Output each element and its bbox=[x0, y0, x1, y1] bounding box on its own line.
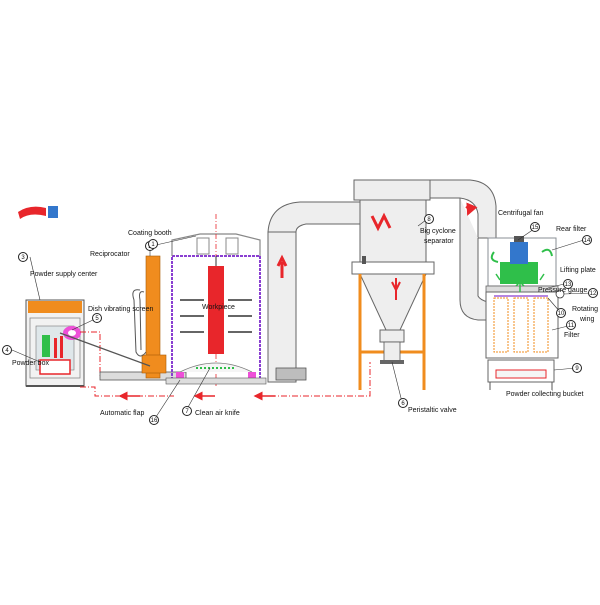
badge-13: 13 bbox=[563, 279, 573, 289]
badge-6: 6 bbox=[398, 398, 408, 408]
air-duct bbox=[267, 201, 361, 383]
badge-1: 1 bbox=[148, 239, 158, 249]
label-reciprocator: Reciprocator bbox=[90, 251, 130, 258]
workpiece bbox=[208, 256, 224, 354]
color-legend-icon bbox=[18, 206, 58, 219]
label-coating-booth: Coating booth bbox=[128, 230, 172, 237]
label-wing: wing bbox=[580, 316, 595, 323]
rear-filter bbox=[490, 248, 553, 263]
badge-4: 4 bbox=[2, 345, 12, 355]
filter-unit bbox=[485, 236, 565, 390]
label-lifting-plate: Lifting plate bbox=[560, 267, 596, 274]
label-powder-collecting-bucket: Powder collecting bucket bbox=[506, 391, 584, 398]
label-powder-box: Powder box bbox=[12, 360, 49, 367]
powder-supply-center bbox=[25, 299, 85, 387]
badge-10: 10 bbox=[556, 308, 566, 318]
badge-14: 14 bbox=[582, 235, 592, 245]
powder-collecting-bucket bbox=[487, 359, 555, 390]
badge-3: 3 bbox=[18, 252, 28, 262]
dish-vibrating-screen bbox=[63, 326, 81, 340]
label-workpiece: Workpiece bbox=[202, 304, 235, 311]
label-automatic-flap: Automatic flap bbox=[100, 410, 145, 417]
badge-9: 9 bbox=[572, 363, 582, 373]
badge-7: 7 bbox=[182, 406, 192, 416]
filter-cartridges bbox=[493, 297, 549, 353]
peristaltic-valve bbox=[380, 341, 404, 364]
label-rear-filter: Rear filter bbox=[556, 226, 587, 233]
label-dish-vibrating-screen: Dish vibrating screen bbox=[88, 306, 154, 313]
centrifugal-fan bbox=[500, 236, 538, 284]
label-pressure-gauge: Pressure gauge bbox=[538, 287, 588, 294]
badge-5: 5 bbox=[92, 313, 102, 323]
reciprocator bbox=[59, 255, 187, 381]
badge-15: 15 bbox=[530, 222, 540, 232]
coating-booth bbox=[165, 214, 267, 386]
label-filter: Filter bbox=[564, 332, 580, 339]
label-big-cyclone: Big cyclone bbox=[420, 228, 456, 235]
badge-12: 12 bbox=[588, 288, 598, 298]
label-rotating: Rotating bbox=[572, 306, 599, 313]
label-clean-air-knife: Clean air knife bbox=[195, 410, 240, 417]
label-powder-supply-center: Powder supply center bbox=[30, 271, 98, 278]
badge-11: 11 bbox=[566, 320, 576, 330]
label-separator: separator bbox=[424, 238, 454, 245]
badge-16: 16 bbox=[149, 415, 159, 425]
big-cyclone-separator bbox=[351, 179, 435, 390]
label-centrifugal-fan: Centrifugal fan bbox=[498, 210, 544, 217]
spray-guns bbox=[180, 299, 252, 333]
badge-8: 8 bbox=[424, 214, 434, 224]
label-peristaltic-valve: Peristaltic valve bbox=[408, 407, 457, 414]
powder-box bbox=[39, 335, 71, 375]
